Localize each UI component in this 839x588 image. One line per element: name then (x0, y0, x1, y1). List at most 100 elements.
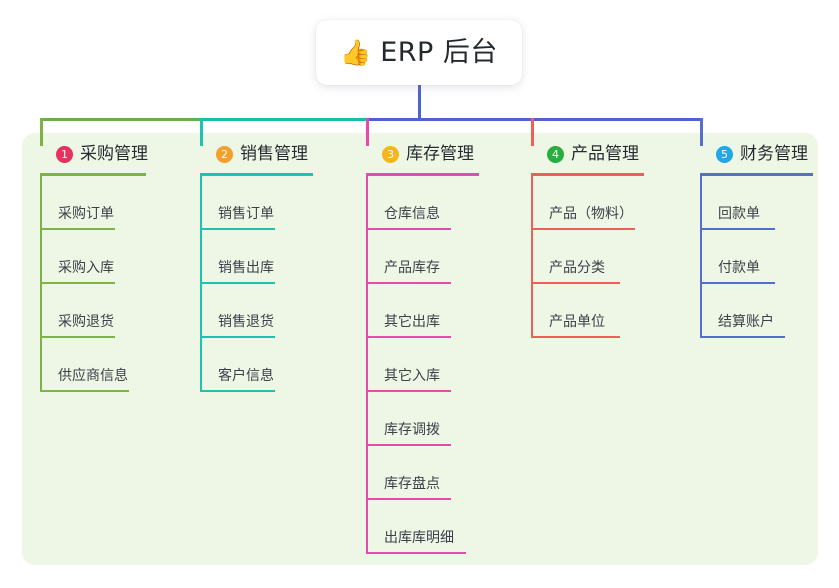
branch-item[interactable]: 销售出库 (200, 230, 348, 284)
branch-item-label: 其它入库 (384, 368, 440, 384)
branch-item[interactable]: 产品分类 (531, 230, 681, 284)
branch-item-rule (366, 552, 466, 554)
bus-green (40, 118, 200, 121)
branch-header-rule (40, 173, 146, 176)
branch-item[interactable]: 产品（物料） (531, 176, 681, 230)
branch-spine (700, 176, 702, 338)
branch-items: 销售订单销售出库销售退货客户信息 (200, 176, 348, 392)
branch-item-label: 库存盘点 (384, 476, 440, 492)
branch-item[interactable]: 其它入库 (366, 338, 516, 392)
branch-item[interactable]: 采购入库 (40, 230, 188, 284)
branch-item-label: 采购订单 (58, 206, 114, 222)
branch-spine (366, 176, 368, 554)
branch-item-label: 其它出库 (384, 314, 440, 330)
branch-item-label: 出库库明细 (384, 530, 454, 546)
branch-item[interactable]: 其它出库 (366, 284, 516, 338)
branch-header-rule (200, 173, 313, 176)
root-title: ERP 后台 (380, 37, 498, 68)
branch-item-label: 产品库存 (384, 260, 440, 276)
branch-spine (40, 176, 42, 392)
branch-item[interactable]: 销售退货 (200, 284, 348, 338)
branch-header-4[interactable]: 4 产品管理 (531, 142, 681, 166)
branch-title: 销售管理 (240, 143, 308, 164)
branch-column-4: 4 产品管理产品（物料） 产品分类产品单位 (531, 142, 681, 338)
branch-items: 仓库信息产品库存其它出库其它入库库存调拨库存盘点出库库明细 (366, 176, 516, 554)
drop-line-2 (200, 118, 203, 146)
branch-header-3[interactable]: 3 库存管理 (366, 142, 516, 166)
branch-number-badge: 3 (382, 145, 399, 163)
branch-item-label: 付款单 (718, 260, 760, 276)
branch-item-label: 客户信息 (218, 368, 274, 384)
branch-item[interactable]: 付款单 (700, 230, 839, 284)
branch-item[interactable]: 采购订单 (40, 176, 188, 230)
drop-line-3 (366, 118, 369, 146)
branch-title: 产品管理 (571, 143, 639, 164)
branch-spine (531, 176, 533, 338)
branch-item-rule (200, 282, 275, 284)
branch-item-rule (531, 282, 620, 284)
branch-item-label: 库存调拨 (384, 422, 440, 438)
branch-item-rule (700, 282, 775, 284)
branch-item-rule (531, 336, 620, 338)
drop-line-4 (531, 118, 534, 146)
branch-item-rule (200, 336, 275, 338)
content-panel (22, 133, 818, 565)
root-stem (418, 85, 421, 121)
branch-item-rule (700, 336, 785, 338)
branch-items: 采购订单采购入库采购退货供应商信息 (40, 176, 188, 392)
branch-header-rule (700, 173, 813, 176)
branch-item-rule (366, 228, 451, 230)
branch-header-rule (531, 173, 644, 176)
branch-item-label: 产品分类 (549, 260, 605, 276)
branch-item-label: 销售订单 (218, 206, 274, 222)
branch-item-label: 结算账户 (718, 314, 774, 330)
branch-item[interactable]: 采购退货 (40, 284, 188, 338)
branch-item[interactable]: 回款单 (700, 176, 839, 230)
branch-item-rule (700, 228, 775, 230)
branch-item-label: 采购退货 (58, 314, 114, 330)
branch-item-rule (200, 390, 275, 392)
branch-number-badge: 1 (56, 145, 73, 163)
branch-item[interactable]: 仓库信息 (366, 176, 516, 230)
branch-item-label: 回款单 (718, 206, 760, 222)
branch-item[interactable]: 产品库存 (366, 230, 516, 284)
branch-item-rule (40, 336, 115, 338)
branch-item-rule (200, 228, 275, 230)
branch-item[interactable]: 客户信息 (200, 338, 348, 392)
branch-item-rule (40, 390, 129, 392)
branch-items: 回款单付款单结算账户 (700, 176, 839, 338)
branch-item[interactable]: 出库库明细 (366, 500, 516, 554)
branch-number-badge: 4 (547, 145, 564, 163)
branch-item-rule (531, 228, 635, 230)
branch-item-label: 供应商信息 (58, 368, 128, 384)
branch-item[interactable]: 销售订单 (200, 176, 348, 230)
branch-item[interactable]: 供应商信息 (40, 338, 188, 392)
branch-item-label: 仓库信息 (384, 206, 440, 222)
root-node[interactable]: 👍 ERP 后台 (316, 20, 522, 85)
branch-item-rule (366, 498, 451, 500)
branch-item[interactable]: 库存调拨 (366, 392, 516, 446)
branch-title: 财务管理 (740, 143, 808, 164)
branch-item[interactable]: 库存盘点 (366, 446, 516, 500)
branch-item-label: 销售出库 (218, 260, 274, 276)
branch-item-rule (366, 444, 451, 446)
branch-item-rule (366, 282, 451, 284)
branch-item-rule (40, 282, 115, 284)
drop-line-5 (700, 118, 703, 146)
bus-teal (200, 118, 366, 121)
branch-item-label: 采购入库 (58, 260, 114, 276)
branch-item[interactable]: 结算账户 (700, 284, 839, 338)
branch-item[interactable]: 产品单位 (531, 284, 681, 338)
branch-title: 库存管理 (406, 143, 474, 164)
branch-items: 产品（物料） 产品分类产品单位 (531, 176, 681, 338)
branch-item-rule (40, 228, 115, 230)
branch-column-3: 3 库存管理仓库信息产品库存其它出库其它入库库存调拨库存盘点出库库明细 (366, 142, 516, 554)
branch-item-label: 销售退货 (218, 314, 274, 330)
